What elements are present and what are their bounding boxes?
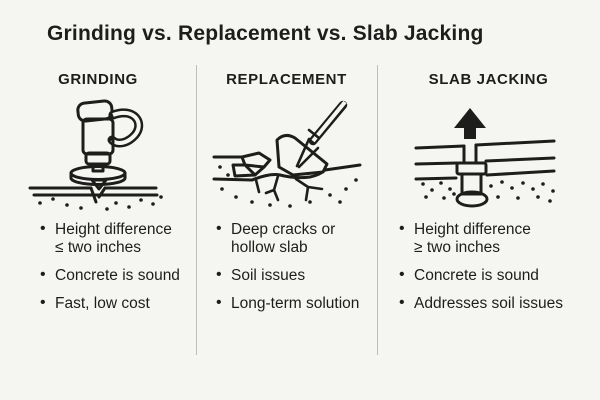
column-header: GRINDING [58, 71, 138, 88]
column-slab-jacking: SLAB JACKING [377, 62, 600, 358]
column-header: SLAB JACKING [428, 71, 549, 88]
column-grinding: GRINDING [0, 62, 196, 358]
bullet-list: Deep cracks or hollow slab Soil issues L… [216, 220, 377, 313]
bullet-item: Height difference ≥ two inches [399, 220, 600, 257]
bullet-list: Height difference ≥ two inches Concrete … [399, 220, 600, 313]
shovel-broken-slab-icon [212, 100, 361, 208]
column-replacement: REPLACEMENT [196, 62, 377, 358]
bullet-item: Addresses soil issues [399, 294, 600, 313]
bullet-item: Long-term solution [216, 294, 377, 313]
bullet-list: Height difference ≤ two inches Concrete … [40, 220, 196, 313]
concrete-grinder-icon [28, 99, 163, 211]
slab-lift-arrow-icon [414, 108, 555, 208]
bullet-item: Fast, low cost [40, 294, 196, 313]
bullet-item: Concrete is sound [40, 266, 196, 285]
comparison-columns: GRINDING [0, 62, 600, 358]
bullet-item: Deep cracks or hollow slab [216, 220, 377, 257]
column-header: REPLACEMENT [226, 71, 347, 88]
bullet-item: Concrete is sound [399, 266, 600, 285]
page-title: Grinding vs. Replacement vs. Slab Jackin… [47, 22, 484, 45]
bullet-item: Soil issues [216, 266, 377, 285]
bullet-item: Height difference ≤ two inches [40, 220, 196, 257]
column-divider [377, 65, 378, 355]
column-divider [196, 65, 197, 355]
